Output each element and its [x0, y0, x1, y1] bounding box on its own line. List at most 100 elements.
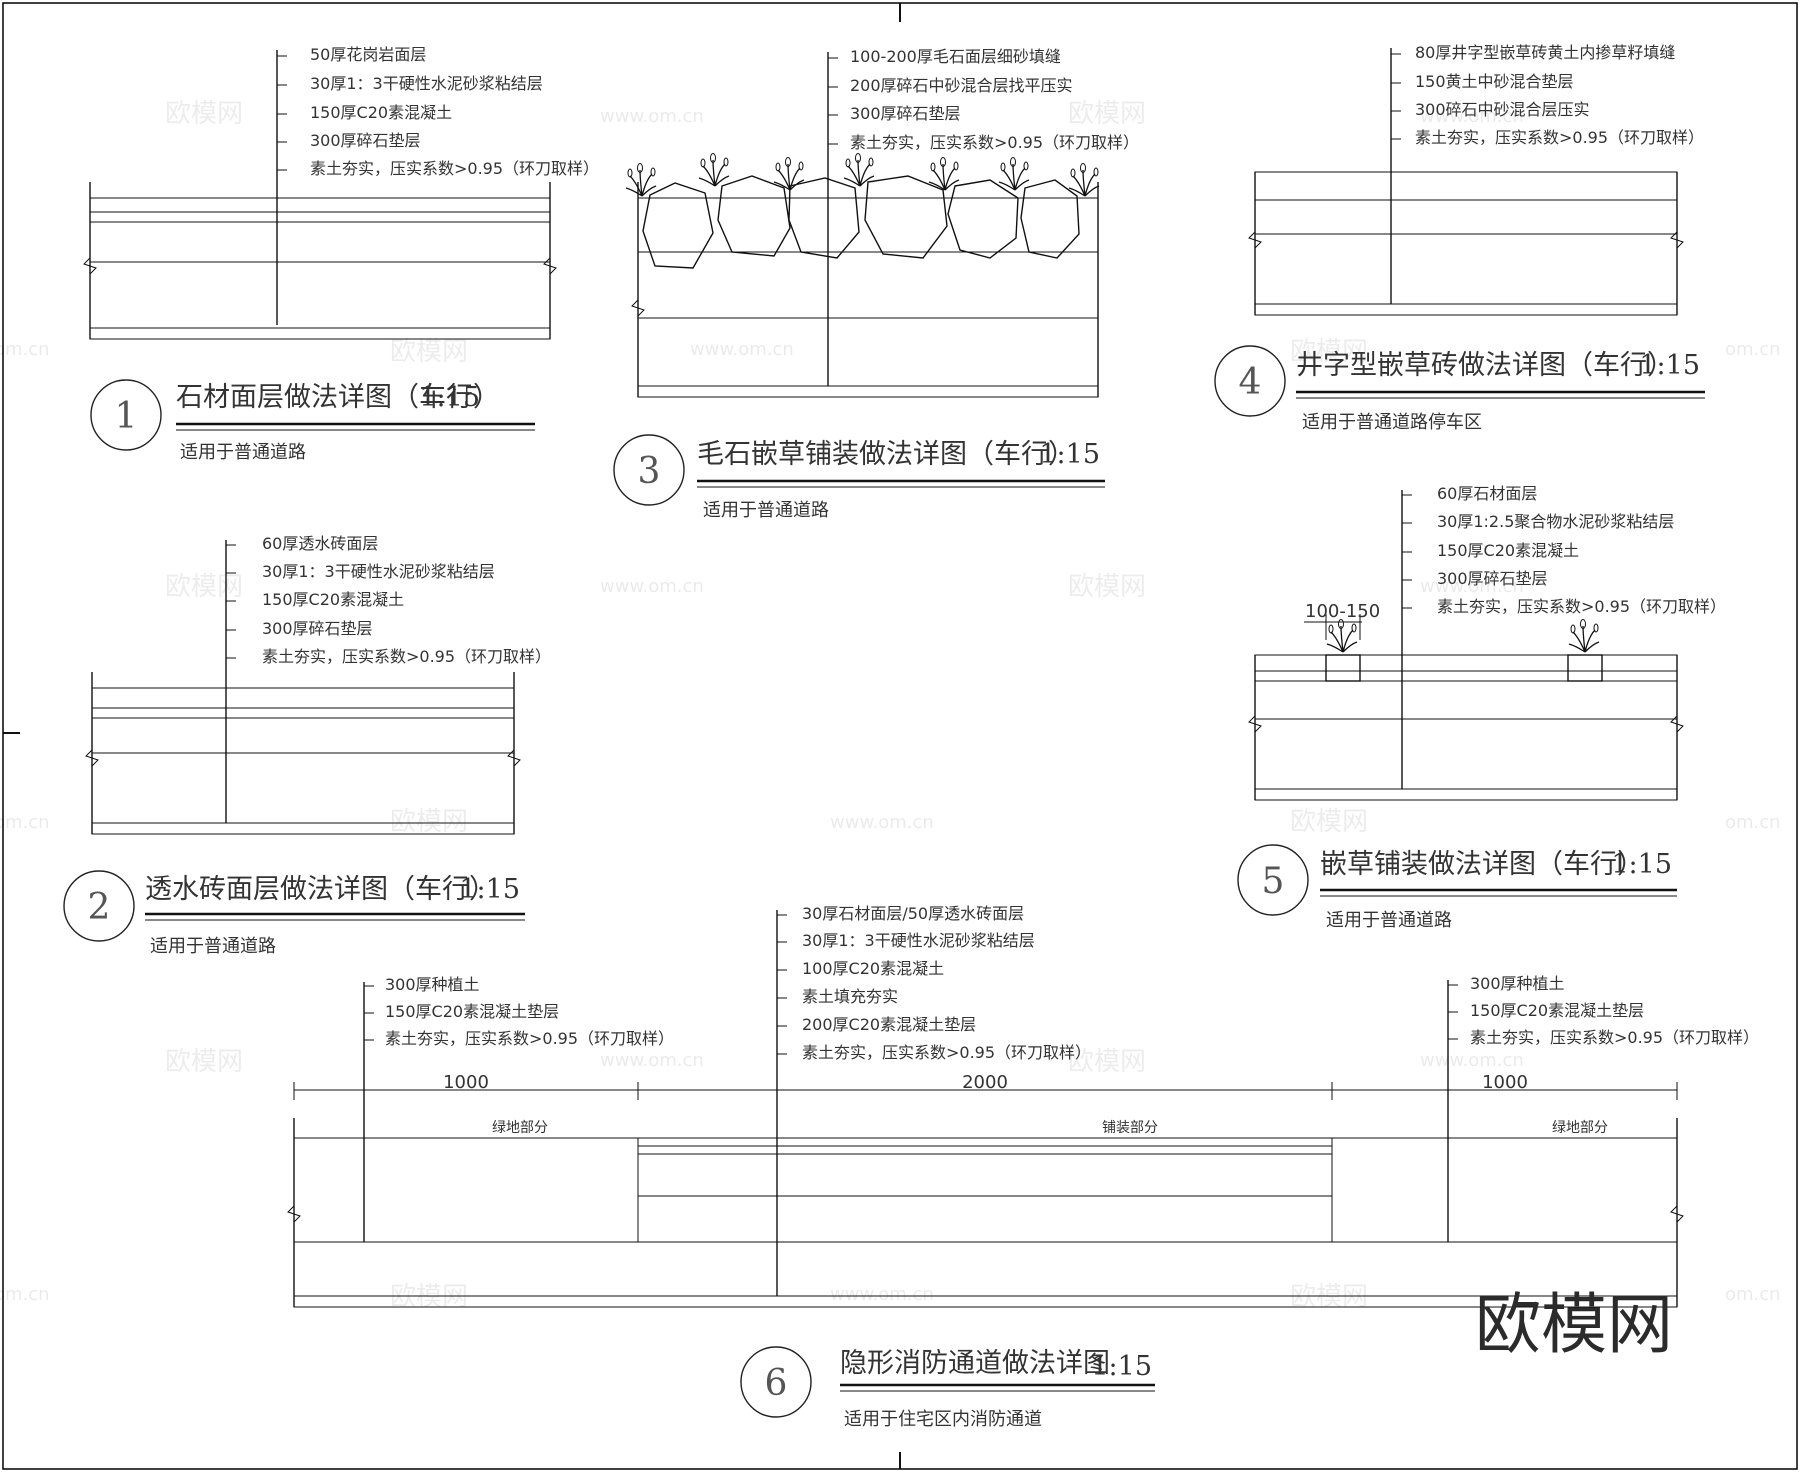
detail-number: 1 — [115, 396, 138, 437]
layer-note: 300厚碎石垫层 — [262, 619, 373, 638]
dimension-label: 100-150 — [1305, 601, 1380, 622]
layer-note: 素土夯实，压实系数>0.95（环刀取样） — [850, 133, 1139, 152]
detail-scale: 1:15 — [1611, 849, 1672, 880]
detail-subtitle: 适用于普通道路 — [150, 936, 276, 957]
gravel-sand-layer — [1254, 233, 1678, 305]
watermark-url: www.om.cn — [600, 1050, 704, 1071]
layer-note: 300厚碎石垫层 — [310, 131, 421, 150]
gravel-layer — [89, 261, 551, 329]
compacted-soil — [1254, 303, 1678, 316]
dimension-label: 1000 — [1482, 1072, 1528, 1093]
granite-surface-layer — [89, 197, 551, 213]
detail-5-grass-inlay-paving: 100-150 60厚石材面层 30厚1:2.5聚合物水泥砂浆粘结层 150厚C… — [1237, 484, 1726, 931]
soil-fill-layer — [637, 1195, 1333, 1243]
watermark-logo: 欧模网 — [390, 337, 468, 367]
layer-note: 150厚C20素混凝土垫层 — [1470, 1001, 1644, 1020]
layer-note: 50厚花岗岩面层 — [310, 45, 426, 64]
permeable-brick-layer — [91, 687, 515, 709]
layer-note: 300厚种植土 — [385, 975, 480, 994]
watermark-url: www.om.cn — [1420, 576, 1524, 597]
watermark-url: www.om.cn — [690, 339, 794, 360]
detail-title: 井字型嵌草砖做法详图（车行） — [1296, 350, 1674, 381]
watermark-logo: 欧模网 — [1068, 572, 1146, 602]
layer-note: 素土填充夯实 — [802, 987, 898, 1006]
watermark-logo: 欧模网 — [1068, 99, 1146, 129]
detail-scale: 1:15 — [419, 382, 480, 413]
zone-label: 绿地部分 — [1552, 1120, 1608, 1136]
watermark-url: www.om.cn — [1420, 1050, 1524, 1071]
brand-logo: 欧模网 — [1475, 1286, 1673, 1363]
grass-brick-layer — [1254, 171, 1678, 201]
watermarks: 欧模网 欧模网 www.om.cn www.om.cn 欧模网 om.cn ww… — [0, 99, 1781, 1312]
layer-note: 30厚1:2.5聚合物水泥砂浆粘结层 — [1437, 512, 1674, 531]
detail-title: 透水砖面层做法详图（车行） — [145, 874, 496, 905]
detail-number-circle — [63, 870, 135, 942]
watermark-logo: 欧模网 — [165, 1047, 243, 1077]
watermark-url: om.cn — [0, 812, 50, 833]
leader-ticks — [277, 55, 287, 171]
watermark-logo: 欧模网 — [1290, 807, 1368, 837]
grass-icon — [1326, 618, 1358, 653]
mortar-layer — [637, 1145, 1333, 1155]
layer-note: 30厚1：3干硬性水泥砂浆粘结层 — [310, 74, 543, 93]
watermark-logo: 欧模网 — [165, 99, 243, 129]
layer-note: 素土夯实，压实系数>0.95（环刀取样） — [1437, 597, 1726, 616]
watermark-url: om.cn — [0, 339, 50, 360]
layer-note: 30厚1：3干硬性水泥砂浆粘结层 — [802, 931, 1035, 950]
rubble-stones — [642, 175, 1080, 269]
detail-subtitle: 适用于普通道路 — [1326, 910, 1452, 931]
detail-title: 毛石嵌草铺装做法详图（车行） — [697, 439, 1075, 470]
layer-note: 300碎石中砂混合层压实 — [1415, 100, 1590, 119]
compacted-soil — [637, 385, 1099, 398]
detail-number-circle — [613, 434, 685, 506]
detail-number-circle — [1214, 345, 1286, 417]
compacted-soil — [1254, 788, 1678, 801]
layer-note: 素土夯实，压实系数>0.95（环刀取样） — [1415, 128, 1704, 147]
layer-note: 素土夯实，压实系数>0.95（环刀取样） — [802, 1043, 1091, 1062]
layer-note: 素土夯实，压实系数>0.95（环刀取样） — [262, 647, 551, 666]
watermark-url: www.om.cn — [1420, 106, 1524, 127]
mortar-layer — [91, 707, 515, 719]
layer-note: 30厚1：3干硬性水泥砂浆粘结层 — [262, 562, 495, 581]
layer-note: 素土夯实，压实系数>0.95（环刀取样） — [385, 1029, 674, 1048]
detail-number-circle — [90, 379, 162, 451]
dimension-label: 2000 — [962, 1072, 1008, 1093]
detail-3-rubble-grass-paving: 100-200厚毛石面层细砂填缝 200厚碎石中砂混合层找平压实 300厚碎石垫… — [613, 47, 1139, 521]
detail-scale: 1:15 — [459, 874, 520, 905]
watermark-logo: 欧模网 — [1290, 337, 1368, 367]
watermark-url: om.cn — [1725, 1284, 1781, 1305]
concrete-layer — [1254, 680, 1678, 720]
compacted-soil — [293, 1295, 1678, 1308]
detail-number-circle — [740, 1346, 812, 1418]
layer-note: 150黄土中砂混合垫层 — [1415, 72, 1574, 91]
planting-soil-left — [293, 1137, 639, 1243]
detail-title: 嵌草铺装做法详图（车行） — [1320, 849, 1644, 880]
gravel-layer — [1254, 718, 1678, 790]
layer-note: 150厚C20素混凝土垫层 — [385, 1002, 559, 1021]
layer-note: 150厚C20素混凝土 — [1437, 541, 1579, 560]
concrete-layer — [89, 221, 551, 263]
paving-surface-layer — [637, 1137, 1333, 1147]
detail-title: 隐形消防通道做法详图 — [840, 1348, 1110, 1379]
stone-surface-layer — [1254, 654, 1678, 672]
detail-scale: 1:15 — [1639, 350, 1700, 381]
layer-note: 150厚C20素混凝土 — [262, 590, 404, 609]
layer-note: 150厚C20素混凝土 — [310, 103, 452, 122]
dimension-label: 1000 — [443, 1072, 489, 1093]
watermark-logo: 欧模网 — [390, 807, 468, 837]
layer-note: 素土夯实，压实系数>0.95（环刀取样） — [1470, 1028, 1759, 1047]
grass-joint — [1567, 654, 1603, 682]
layer-note: 素土夯实，压实系数>0.95（环刀取样） — [310, 159, 599, 178]
layer-note: 300厚碎石垫层 — [1437, 569, 1548, 588]
layer-note: 100-200厚毛石面层细砂填缝 — [850, 47, 1061, 66]
gravel-sand-mix-layer — [637, 197, 1099, 319]
detail-4-grass-brick: 80厚井字型嵌草砖黄土内掺草籽填缝 150黄土中砂混合垫层 300碎石中砂混合层… — [1214, 43, 1705, 433]
layer-note: 200厚碎石中砂混合层找平压实 — [850, 76, 1073, 95]
layer-note: 300厚种植土 — [1470, 974, 1565, 993]
detail-subtitle: 适用于普通道路 — [703, 500, 829, 521]
detail-subtitle: 适用于普通道路停车区 — [1302, 412, 1482, 433]
detail-title: 石材面层做法详图（车行） — [176, 382, 500, 413]
detail-subtitle: 适用于住宅区内消防通道 — [844, 1409, 1042, 1430]
